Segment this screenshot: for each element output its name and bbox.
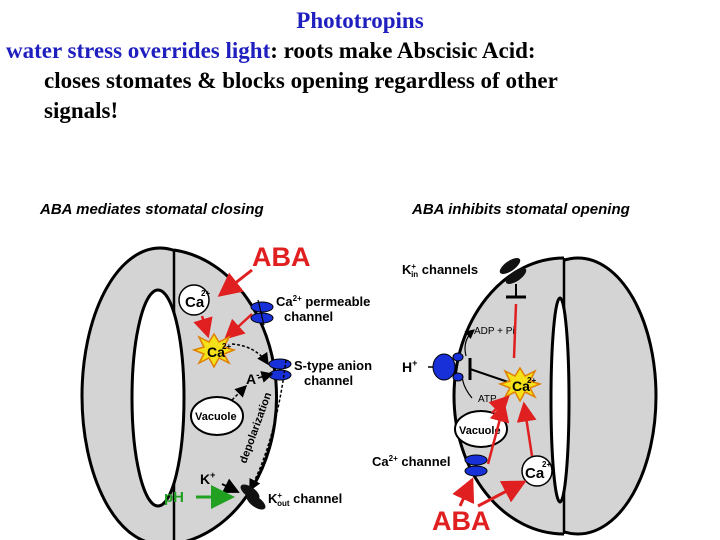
right-ca-store-label: Ca	[525, 465, 545, 482]
left-kout-channel-icon	[240, 484, 266, 510]
left-anion-channel-label-2: channel	[304, 373, 353, 388]
left-anion-label: A-	[246, 370, 259, 387]
slide-title-block: Phototropins water stress overrides ligh…	[0, 6, 720, 126]
right-aba-arrow-2	[477, 480, 527, 508]
right-kin-channel-icon	[499, 257, 527, 285]
left-ca-influx-arrow	[224, 313, 253, 340]
left-ca-burst-icon	[191, 332, 237, 369]
right-ca-to-kin-line	[512, 303, 518, 359]
left-ca-release-arrow	[193, 315, 213, 339]
left-ca-store-label: Ca	[185, 294, 205, 311]
right-adp-label: ADP + Pi	[474, 326, 515, 337]
left-panel-heading: ABA mediates stomatal closing	[39, 201, 264, 218]
left-ca-store-charge: 2+	[201, 289, 210, 298]
left-anion-activation-arrow	[231, 343, 269, 366]
right-adp-arrow	[464, 329, 475, 357]
right-pump-inhibition-line	[469, 368, 509, 383]
left-vacuole-arrow	[231, 384, 248, 401]
left-ca-channel-label-2: channel	[284, 309, 333, 324]
right-kin-channel-label: K+in channels	[402, 262, 478, 279]
left-k-ion-label: K+	[200, 470, 215, 487]
left-anion-channel-label: S-type anion	[294, 358, 372, 373]
right-panel-heading: ABA inhibits stomatal opening	[411, 201, 630, 218]
left-anion-efflux-arrow	[257, 371, 274, 383]
right-ca-burst-charge: 2+	[527, 376, 536, 385]
right-ca-channel-icon	[464, 454, 488, 477]
left-depolarization-arrow	[249, 359, 287, 492]
right-h-ion-label: H+	[402, 358, 417, 375]
left-aba-label: ABA	[252, 242, 311, 272]
left-ca-channel-label: Ca2+ permeable	[276, 294, 370, 309]
right-ca-store-arrow	[516, 401, 537, 457]
right-vacuole-label: Vacuole	[459, 425, 501, 437]
slide-subtitle-line-1: water stress overrides light: roots make…	[0, 36, 720, 66]
subtitle-rest: : roots make Abscisic Acid:	[270, 38, 536, 63]
right-atp-label: ATP	[478, 394, 497, 405]
right-ca-channel-arrow	[486, 401, 510, 465]
left-ca-burst-charge: 2+	[222, 342, 231, 351]
left-vacuole	[190, 396, 244, 436]
left-ph-label: pH	[164, 489, 184, 506]
right-aba-label: ABA	[432, 506, 491, 536]
right-ca-burst-label: Ca	[512, 378, 530, 394]
right-ca-store-charge: 2+	[542, 460, 551, 469]
left-ca-store	[178, 284, 210, 316]
right-h-pump-icon	[432, 352, 464, 382]
left-aba-arrow	[217, 268, 253, 297]
subtitle-highlight: water stress overrides light	[6, 38, 271, 63]
slide-subtitle-line-3: signals!	[44, 98, 119, 123]
right-ca-channel-label: Ca2+ channel	[372, 454, 451, 469]
slide-subtitle-line-2: closes stomates & blocks opening regardl…	[44, 68, 558, 93]
left-kout-channel-label: K+out channel	[268, 491, 342, 508]
right-ca-burst-icon	[497, 366, 543, 403]
left-ca-channel-icon	[250, 299, 274, 326]
slide-title: Phototropins	[296, 8, 424, 33]
left-vacuole-label: Vacuole	[195, 411, 237, 423]
right-ca-store	[521, 455, 553, 487]
right-aba-arrow-1	[452, 477, 475, 507]
left-ca-burst-label: Ca	[207, 344, 225, 360]
